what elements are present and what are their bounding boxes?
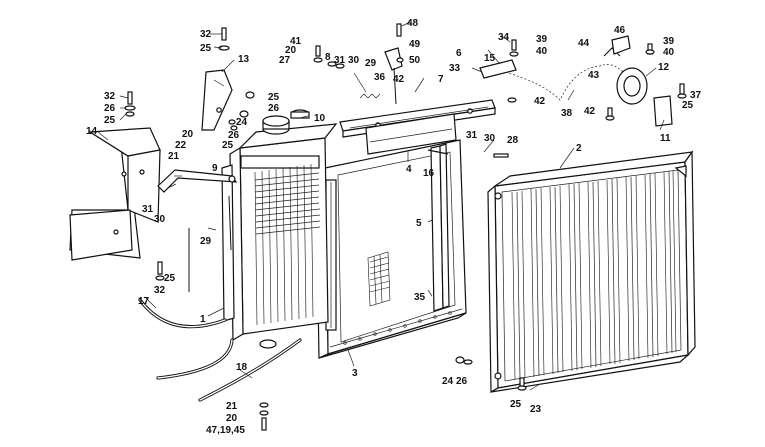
callout-24: 24 <box>236 117 248 128</box>
callout-25: 25 <box>268 92 280 103</box>
stay-rod <box>157 169 238 193</box>
callout-18: 18 <box>236 362 248 373</box>
callout-32: 32 <box>104 91 116 102</box>
callout-31: 31 <box>466 130 478 141</box>
callout-8: 8 <box>325 52 331 63</box>
radiator-core <box>221 109 338 349</box>
callout-46: 46 <box>614 25 626 36</box>
callout-29: 29 <box>200 236 212 247</box>
callout-25: 25 <box>510 399 522 410</box>
callout-32: 32 <box>200 29 212 40</box>
callout-42: 42 <box>584 106 596 117</box>
callout-33: 33 <box>449 63 461 74</box>
callout-17: 17 <box>138 296 150 307</box>
callout-14: 14 <box>86 126 98 137</box>
callout-25: 25 <box>682 100 694 111</box>
callout-16: 16 <box>423 168 435 179</box>
callout-42: 42 <box>393 74 405 85</box>
callout-48: 48 <box>407 18 419 29</box>
radiator-hose <box>138 195 302 402</box>
callout-11: 11 <box>660 133 671 144</box>
callout-13: 13 <box>238 54 250 65</box>
callout-22: 22 <box>175 140 187 151</box>
callout-47-19-45: 47,19,45 <box>206 425 245 436</box>
callout-40: 40 <box>663 47 675 58</box>
leader-lines <box>97 21 665 391</box>
callout-9: 9 <box>212 163 218 174</box>
callout-25: 25 <box>104 115 116 126</box>
bracket-plate <box>365 113 457 155</box>
seal-strip <box>359 47 403 105</box>
callout-2: 2 <box>576 143 582 154</box>
callout-21: 21 <box>168 151 180 162</box>
callout-1: 1 <box>200 314 206 325</box>
callout-25: 25 <box>200 43 212 54</box>
mounting-panel <box>69 127 161 261</box>
callout-20: 20 <box>285 45 297 56</box>
shutter-panel <box>487 150 696 394</box>
callout-39: 39 <box>663 36 675 47</box>
callout-25: 25 <box>164 273 176 284</box>
callout-26: 26 <box>104 103 116 114</box>
callout-23: 23 <box>530 404 542 415</box>
callout-28: 28 <box>507 135 519 146</box>
callout-40: 40 <box>536 46 548 57</box>
callout-50: 50 <box>409 55 421 66</box>
thermostat-unit <box>611 35 673 127</box>
callout-37: 37 <box>690 90 702 101</box>
callout-38: 38 <box>561 108 573 119</box>
callout-41: 41 <box>290 36 302 47</box>
callout-30: 30 <box>484 133 496 144</box>
mounting-bracket <box>201 69 233 131</box>
callout-35: 35 <box>414 292 426 303</box>
callout-3: 3 <box>352 368 358 379</box>
callout-6: 6 <box>456 48 462 59</box>
callout-31: 31 <box>142 204 154 215</box>
callout-44: 44 <box>578 38 590 49</box>
callout-21: 21 <box>226 401 238 412</box>
callout-4: 4 <box>406 164 412 175</box>
callout-12: 12 <box>658 62 670 73</box>
callout-29: 29 <box>365 58 377 69</box>
shutter-chain <box>479 47 629 101</box>
callout-39: 39 <box>536 34 548 45</box>
callout-20: 20 <box>182 129 194 140</box>
callout-10: 10 <box>314 113 326 124</box>
callout-26: 26 <box>456 376 468 387</box>
callout-27: 27 <box>279 55 291 66</box>
callout-20: 20 <box>226 413 238 424</box>
callout-43: 43 <box>588 70 600 81</box>
side-plate <box>430 143 450 312</box>
callout-15: 15 <box>484 53 496 64</box>
callout-31: 31 <box>334 55 346 66</box>
callout-25: 25 <box>222 140 234 151</box>
callout-5: 5 <box>416 218 422 229</box>
callout-24: 24 <box>442 376 454 387</box>
callout-30: 30 <box>154 214 166 225</box>
callout-26: 26 <box>228 130 240 141</box>
callout-labels: 32 25 13 41 20 27 8 31 30 29 36 48 49 50… <box>86 18 702 436</box>
callout-34: 34 <box>498 32 510 43</box>
callout-32: 32 <box>154 285 166 296</box>
callout-36: 36 <box>374 72 386 83</box>
callout-42: 42 <box>534 96 546 107</box>
fasteners <box>124 23 687 431</box>
callout-49: 49 <box>409 39 421 50</box>
callout-26: 26 <box>268 103 280 114</box>
callout-7: 7 <box>438 74 444 85</box>
callout-30: 30 <box>348 55 360 66</box>
